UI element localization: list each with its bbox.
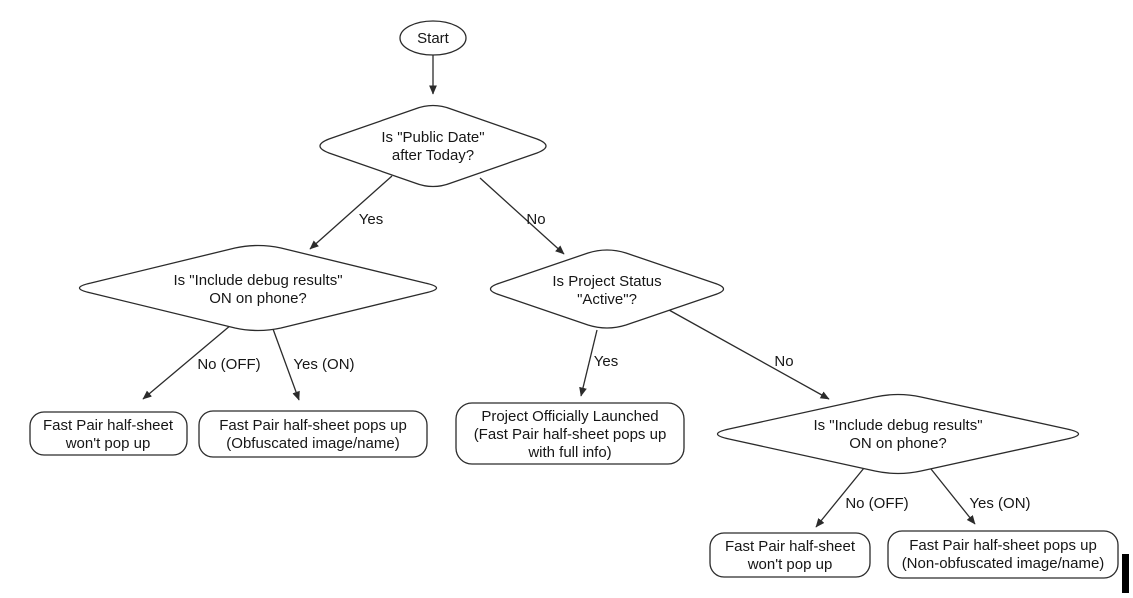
- no-popup-left-line-2: won't pop up: [65, 435, 151, 452]
- debug-left-diamond: [78, 244, 438, 332]
- edge-label-debug-right-no-off: No (OFF): [845, 495, 908, 512]
- no-popup-right-box: [709, 532, 871, 578]
- debug-right-diamond: [716, 393, 1080, 475]
- obfuscated-popup-line-2: (Obfuscated image/name): [226, 435, 399, 452]
- debug-right-line-1: Is "Include debug results": [813, 417, 982, 434]
- edge-label-project-status-yes: Yes: [594, 353, 618, 370]
- non-obfuscated-popup-line-2: (Non-obfuscated image/name): [902, 555, 1105, 572]
- node-decision-public-date: Is "Public Date" after Today?: [319, 104, 547, 188]
- launched-line-3: with full info): [527, 444, 611, 461]
- debug-right-line-2: ON on phone?: [849, 435, 947, 452]
- node-decision-project-status: Is Project Status "Active"?: [489, 249, 725, 329]
- node-decision-debug-left: Is "Include debug results" ON on phone?: [78, 244, 438, 332]
- edge-label-debug-left-no-off: No (OFF): [197, 356, 260, 373]
- node-result-non-obfuscated-popup: Fast Pair half-sheet pops up (Non-obfusc…: [887, 530, 1119, 579]
- edge-debug-left-no-off: [142, 324, 232, 400]
- edge-label-public-date-yes: Yes: [359, 211, 383, 228]
- edge-public-date-yes: [309, 175, 393, 250]
- project-status-line-1: Is Project Status: [552, 273, 661, 290]
- node-result-obfuscated-popup: Fast Pair half-sheet pops up (Obfuscated…: [198, 410, 428, 458]
- no-popup-left-line-1: Fast Pair half-sheet: [43, 417, 174, 434]
- non-obfuscated-popup-line-1: Fast Pair half-sheet pops up: [909, 537, 1097, 554]
- edge-label-debug-left-yes-on: Yes (ON): [293, 356, 354, 373]
- launched-line-2: (Fast Pair half-sheet pops up: [474, 426, 667, 443]
- debug-left-line-1: Is "Include debug results": [173, 272, 342, 289]
- no-popup-right-line-2: won't pop up: [747, 556, 833, 573]
- edge-project-status-yes: [579, 329, 598, 397]
- obfuscated-popup-line-1: Fast Pair half-sheet pops up: [219, 417, 407, 434]
- public-date-line-1: Is "Public Date": [381, 129, 484, 146]
- node-result-no-popup-right: Fast Pair half-sheet won't pop up: [709, 532, 871, 578]
- text-cursor-artifact: [1122, 554, 1129, 593]
- debug-left-line-2: ON on phone?: [209, 290, 307, 307]
- launched-line-1: Project Officially Launched: [481, 408, 658, 425]
- start-ellipse: [399, 20, 467, 56]
- node-start: Start: [399, 20, 467, 56]
- edge-debug-right-no-off: [815, 467, 865, 528]
- node-decision-debug-right: Is "Include debug results" ON on phone?: [716, 393, 1080, 475]
- project-status-line-2: "Active"?: [577, 291, 637, 308]
- node-result-launched: Project Officially Launched (Fast Pair h…: [455, 402, 685, 465]
- edge-label-debug-right-yes-on: Yes (ON): [969, 495, 1030, 512]
- no-popup-left-box: [29, 411, 188, 456]
- obfuscated-popup-box: [198, 410, 428, 458]
- edges: Yes No No (OFF) Yes (ON) Yes No No (OFF)…: [142, 55, 1031, 528]
- launched-box: [455, 402, 685, 465]
- edge-project-status-no: [668, 309, 830, 400]
- edge-label-project-status-no: No: [774, 353, 793, 370]
- non-obfuscated-popup-box: [887, 530, 1119, 579]
- edge-label-public-date-no: No: [526, 211, 545, 228]
- edge-public-date-no: [479, 177, 565, 255]
- project-status-diamond: [489, 249, 725, 329]
- edge-debug-right-yes-on: [930, 468, 976, 525]
- start-label: Start: [417, 30, 450, 47]
- public-date-line-2: after Today?: [392, 147, 474, 164]
- edge-debug-left-yes-on: [272, 328, 300, 401]
- no-popup-right-line-1: Fast Pair half-sheet: [725, 538, 856, 555]
- node-result-no-popup-left: Fast Pair half-sheet won't pop up: [29, 411, 188, 456]
- public-date-diamond: [319, 104, 547, 188]
